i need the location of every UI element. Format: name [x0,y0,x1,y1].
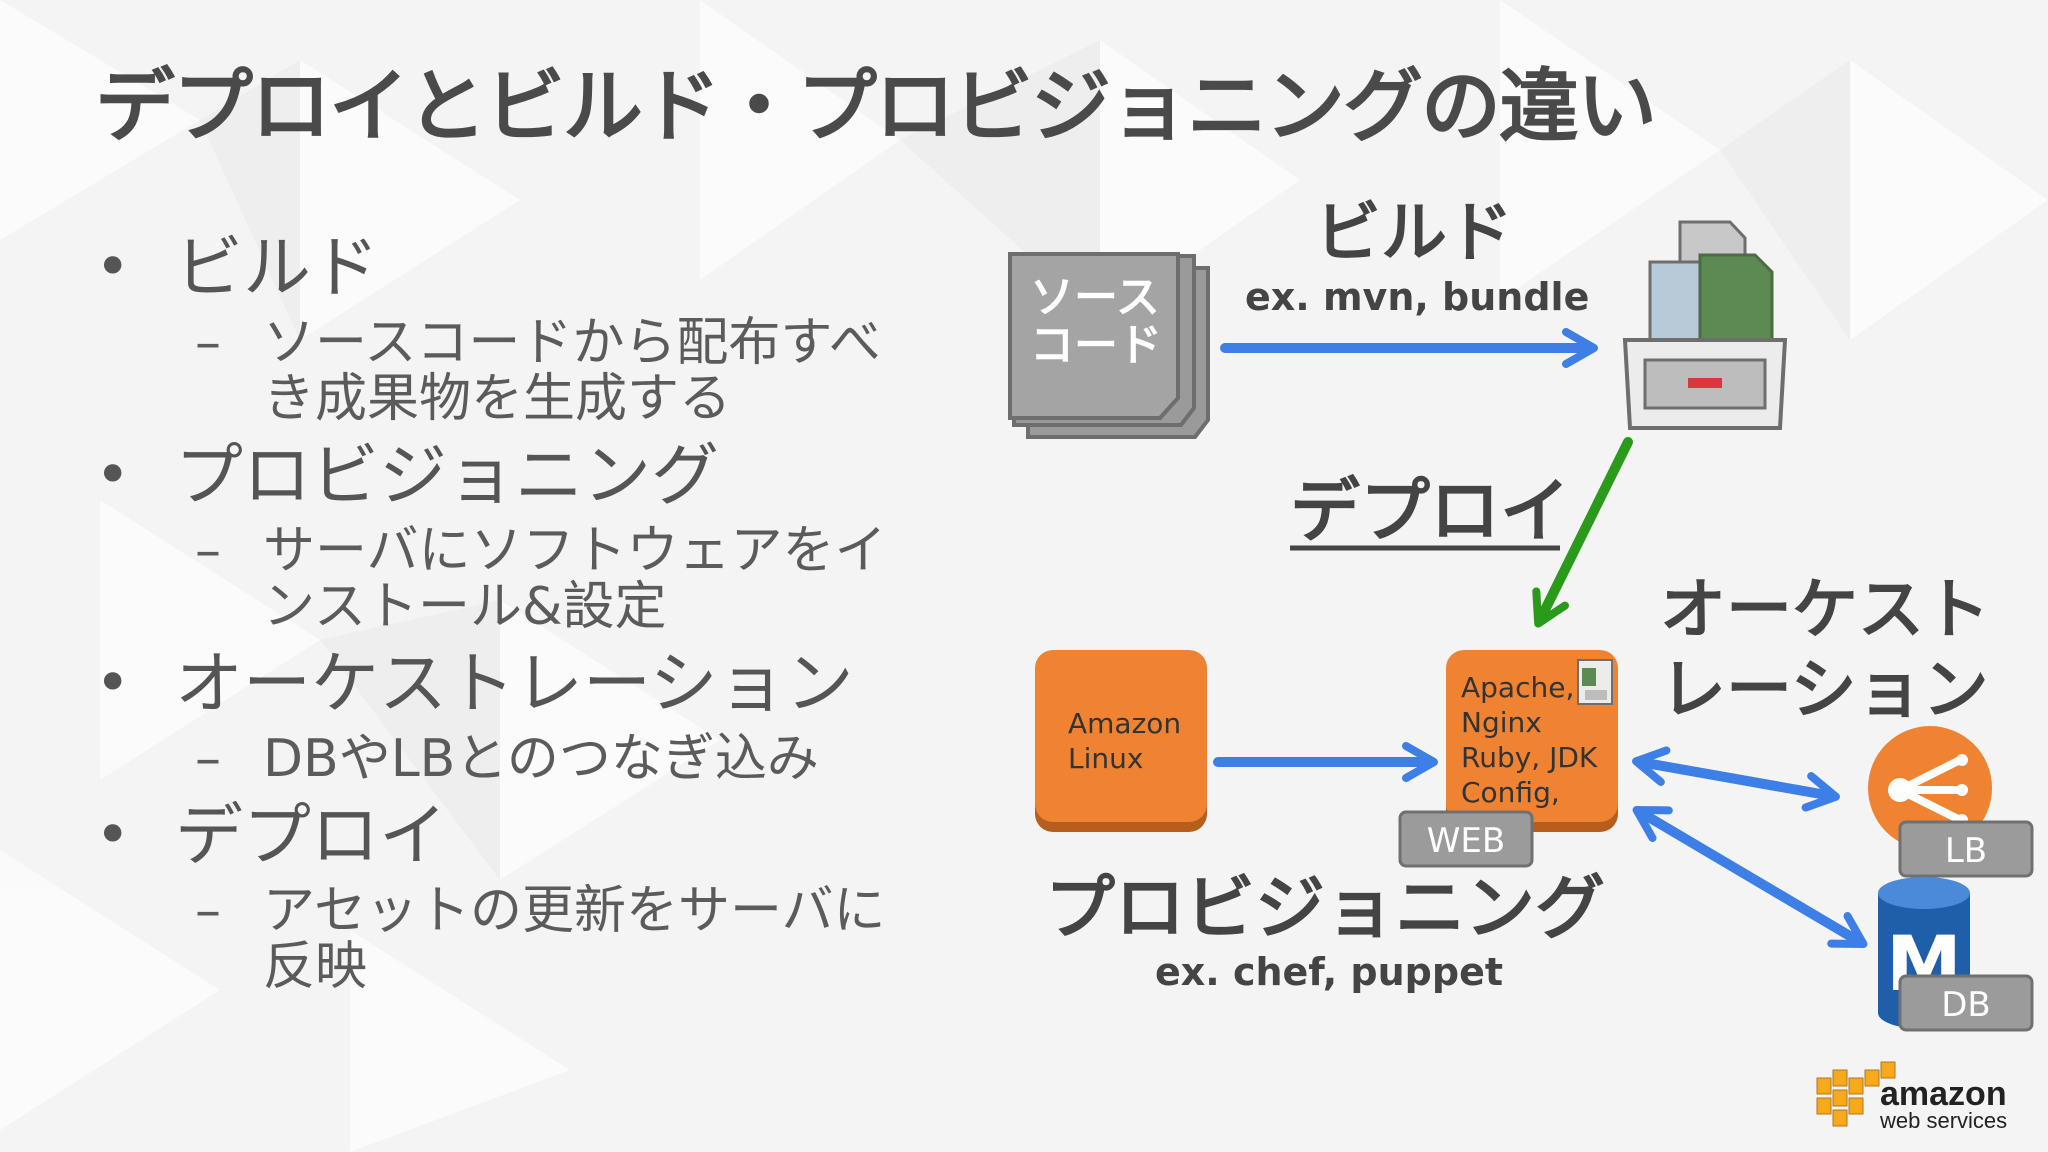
server-line: Config, [1461,776,1560,809]
deploy-arrow [1532,437,1633,628]
bullet-deploy: • デプロイ [95,800,995,873]
sub-bullet-line: アセットの更新をサーバに [263,881,886,941]
sub-bullet-build: – ソースコードから配布すべ き成果物を生成する [95,315,995,427]
source-code-line: コード [1030,320,1162,371]
bullet-list: • ビルド – ソースコードから配布すべ き成果物を生成する • プロビジョニン… [95,225,995,1009]
db-tag-label: DB [1941,985,1991,1025]
orchestration-line: レーション [1660,651,1989,728]
sub-bullet-deploy: – アセットの更新をサーバに 反映 [95,883,995,995]
sub-bullet-line: DBやLBとのつなぎ込み [263,729,819,789]
load-balancer-icon [1868,726,1992,850]
orchestration-arrow-lb [1632,746,1840,812]
source-code-icon: ソース コード [1008,252,1210,439]
bullet-label: ビルド [175,229,380,308]
server-line: Apache, [1461,671,1574,704]
bullet-label: デプロイ [175,797,448,876]
page-title: デプロイとビルド・プロビジョニングの違い [95,60,1657,153]
aws-logo-line1: amazon [1880,1075,2007,1113]
orchestration-arrow-db [1632,805,1868,949]
bullet-dot: • [95,232,131,302]
web-tag: WEB [1398,810,1534,868]
dash: – [195,521,221,581]
provisioning-label: プロビジョニング [1045,867,1605,949]
server-line: Ruby, JDK [1461,741,1598,774]
provisioning-example: ex. chef, puppet [1155,950,1503,994]
sub-bullet-line: ンストール&設定 [263,577,667,637]
source-code-line: ソース [1030,272,1160,323]
bullet-dot: • [95,440,131,510]
deploy-label: デプロイ [1290,470,1570,552]
dash: – [195,313,221,373]
sub-bullet-line: ソースコードから配布すべ [263,313,881,373]
amazon-linux-line: Linux [1068,742,1143,775]
lb-tag-label: LB [1945,831,1987,871]
db-tag: DB [1898,974,2034,1032]
build-label: ビルド [1315,194,1513,271]
sub-bullet-orchestration: – DBやLBとのつなぎ込み [95,731,995,787]
bullet-dot: • [95,800,131,870]
mini-artifact-icon [1577,659,1613,705]
sub-bullet-line: き成果物を生成する [263,369,732,429]
sub-bullet-line: サーバにソフトウェアをイ [263,521,887,581]
sub-bullet-line: 反映 [263,937,368,997]
aws-logo-line2: web services [1879,1108,2007,1133]
bullet-provisioning: • プロビジョニング [95,440,995,513]
web-server-box: Apache, Nginx Ruby, JDK Config, [1446,650,1618,832]
bullet-label: プロビジョニング [175,437,720,516]
lb-tag: LB [1898,820,2034,878]
artifact-box-icon [1622,220,1788,430]
aws-logo: amazon web services [1816,1061,2007,1133]
bullet-label: オーケストレーション [175,645,854,724]
build-example: ex. mvn, bundle [1245,275,1589,319]
amazon-linux-line: Amazon [1068,707,1181,740]
bullet-build: • ビルド [95,232,995,305]
amazon-linux-box: Amazon Linux [1035,650,1207,832]
dash: – [195,729,221,789]
bullet-dot: • [95,648,131,718]
server-line: Nginx [1461,706,1542,739]
web-tag-label: WEB [1427,821,1505,861]
orchestration-line: オーケスト [1660,571,1990,648]
dash: – [195,881,221,941]
sub-bullet-provisioning: – サーバにソフトウェアをイ ンストール&設定 [95,523,995,635]
bullet-orchestration: • オーケストレーション [95,648,995,721]
